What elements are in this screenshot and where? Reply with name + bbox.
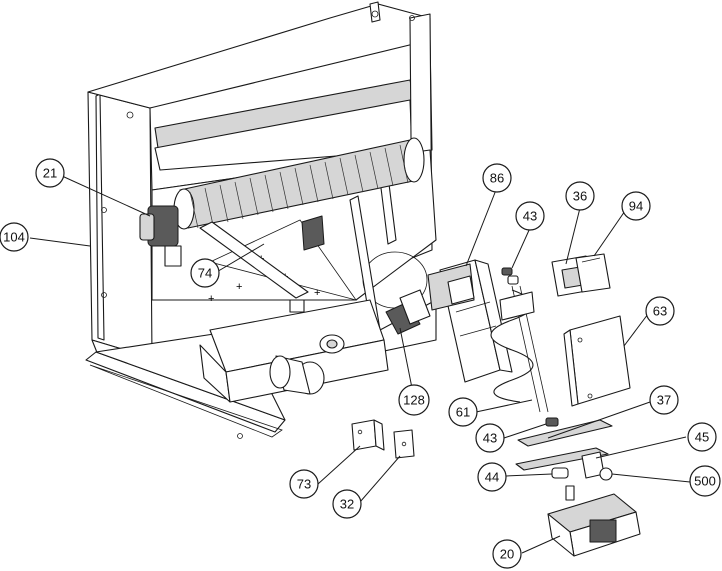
callout-128-label: 128 <box>403 393 425 408</box>
callout-36-label: 36 <box>573 189 587 204</box>
callout-74: 74 <box>190 258 220 288</box>
callout-61: 61 <box>448 397 478 427</box>
auger-screw <box>490 275 549 413</box>
callout-63: 63 <box>645 296 675 326</box>
callout-73: 73 <box>289 469 319 499</box>
callout-45-label: 45 <box>695 430 709 445</box>
callout-500-label: 500 <box>694 474 716 489</box>
leader-lines <box>29 175 691 554</box>
callout-20: 20 <box>492 539 522 569</box>
bushing-top <box>501 267 513 276</box>
callout-21-label: 21 <box>43 166 57 181</box>
callout-21: 21 <box>35 158 65 188</box>
callout-44: 44 <box>477 462 507 492</box>
callout-37-label: 37 <box>657 393 671 408</box>
callout-104-label: 104 <box>3 230 25 245</box>
callout-73-label: 73 <box>297 477 311 492</box>
callout-94: 94 <box>621 191 651 221</box>
callout-37: 37 <box>649 385 679 415</box>
ash-drawer <box>199 299 389 403</box>
callout-43-bottom: 43 <box>475 423 505 453</box>
finned-heat-exchanger <box>173 137 425 230</box>
callout-94-label: 94 <box>629 199 643 214</box>
cover-63 <box>563 315 631 407</box>
callout-43-top-label: 43 <box>523 209 537 224</box>
callout-32: 32 <box>332 489 362 519</box>
spacer-44 <box>551 467 569 479</box>
callout-104: 104 <box>0 222 29 252</box>
bracket-32 <box>393 429 415 459</box>
callout-32-label: 32 <box>340 497 354 512</box>
svg-text:+: + <box>314 287 320 299</box>
feed-chute <box>427 259 513 383</box>
callout-44-label: 44 <box>485 470 499 485</box>
gasket-strip-37 <box>517 419 613 447</box>
callout-43-bottom-label: 43 <box>483 431 497 446</box>
coupling-500 <box>581 451 613 481</box>
callout-36: 36 <box>565 181 595 211</box>
gear-motor <box>547 485 641 557</box>
cover-plate-94 <box>575 253 611 293</box>
gasket-strip-45 <box>515 447 609 471</box>
bracket-73 <box>351 419 385 451</box>
callout-45: 45 <box>687 422 717 452</box>
callout-63-label: 63 <box>653 304 667 319</box>
svg-text:+: + <box>236 281 242 293</box>
part-128-block <box>385 289 431 335</box>
callout-86: 86 <box>482 163 512 193</box>
callout-74-label: 74 <box>198 266 212 281</box>
svg-text:+: + <box>208 293 214 305</box>
callout-86-label: 86 <box>490 171 504 186</box>
callout-128: 128 <box>398 384 430 416</box>
bushing-bottom <box>545 417 559 427</box>
callout-500: 500 <box>689 465 721 497</box>
callout-61-label: 61 <box>456 405 470 420</box>
fan-motor <box>139 205 182 267</box>
callout-43-top: 43 <box>515 201 545 231</box>
bracket-arm <box>199 221 309 313</box>
callout-20-label: 20 <box>500 547 514 562</box>
